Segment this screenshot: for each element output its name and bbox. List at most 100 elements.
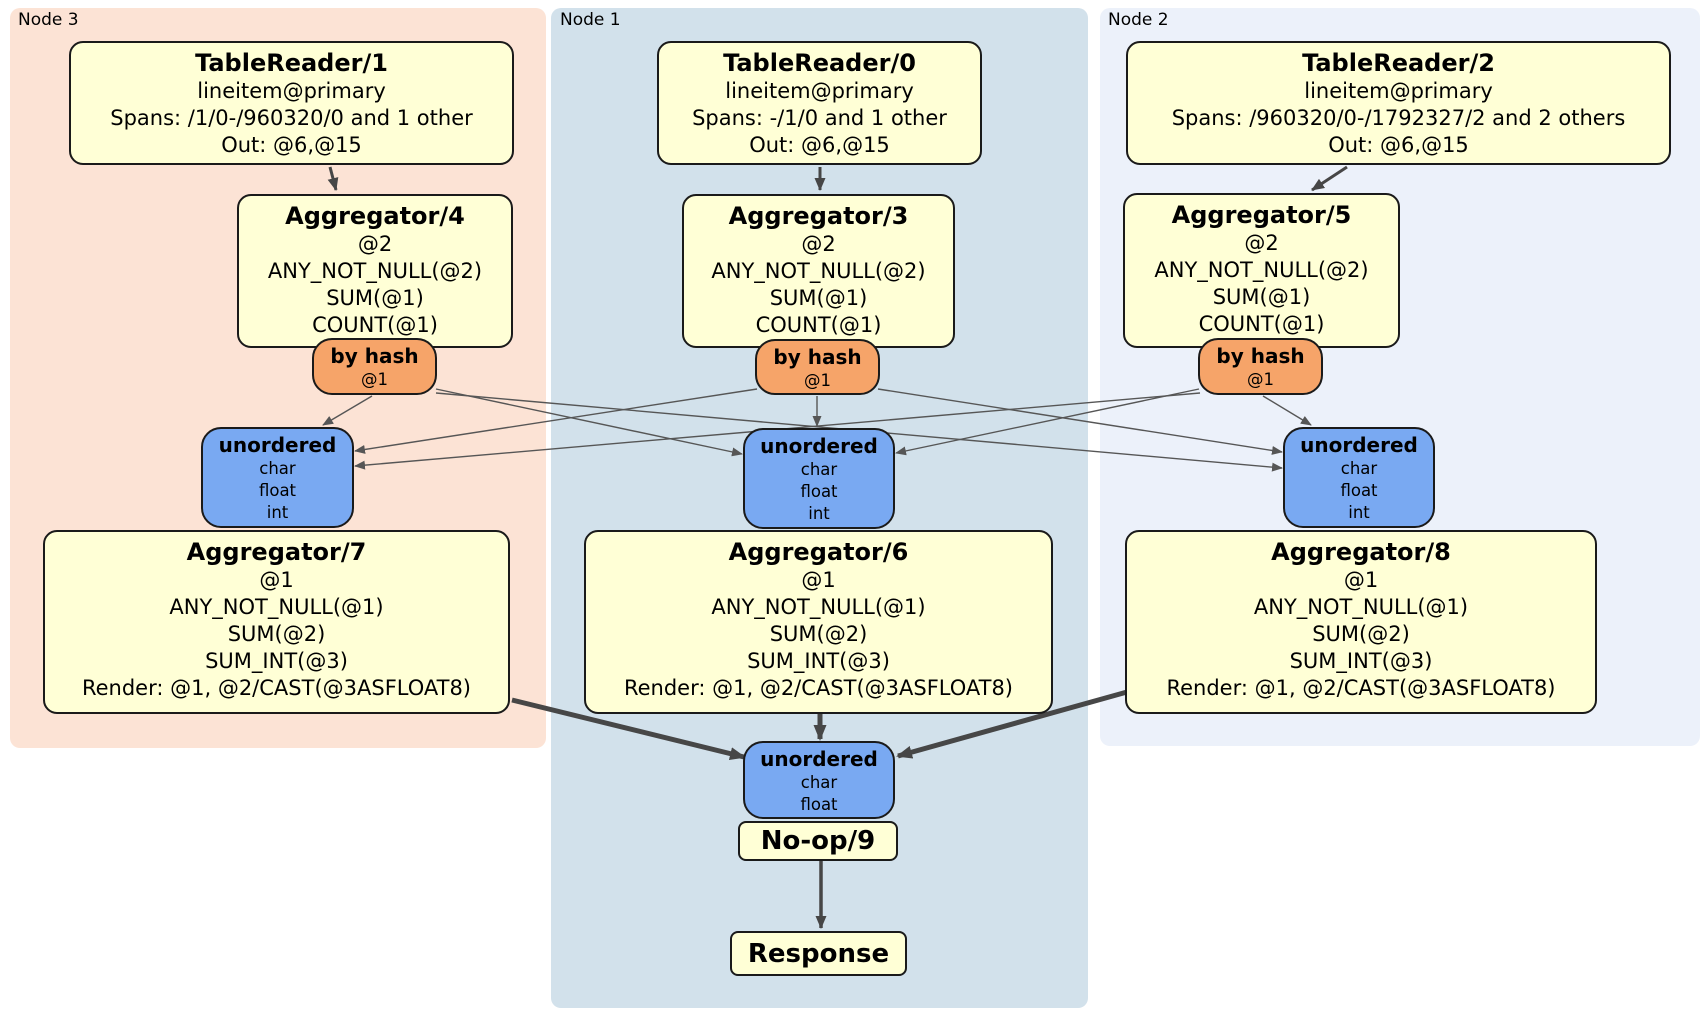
box-line: @1	[801, 568, 836, 592]
aggregator-7-box: Aggregator/7 @1 ANY_NOT_NULL(@1) SUM(@2)…	[43, 530, 510, 714]
box-line: ANY_NOT_NULL(@1)	[1253, 595, 1469, 619]
box-line: lineitem@primary	[725, 79, 914, 103]
box-title: Aggregator/8	[1271, 538, 1451, 566]
box-line: char	[1340, 459, 1378, 478]
box-line: int	[266, 503, 289, 522]
box-line: ANY_NOT_NULL(@2)	[1154, 258, 1369, 282]
response-box: Response	[730, 931, 907, 976]
noop-box: No-op/9	[738, 821, 898, 861]
edge-byhash2-un2	[1262, 395, 1312, 426]
edge-tr1-agg4	[327, 166, 339, 191]
box-line: SUM(@2)	[769, 622, 868, 646]
box-title: Response	[747, 938, 890, 969]
node1-region-label: Node 1	[560, 10, 621, 30]
box-line: SUM(@1)	[1212, 285, 1311, 309]
box-line: char	[259, 459, 296, 478]
aggregator-8-box: Aggregator/8 @1 ANY_NOT_NULL(@1) SUM(@2)…	[1125, 530, 1597, 714]
box-title: Aggregator/7	[186, 538, 367, 566]
sync-unordered-node2: unordered char float int	[1283, 427, 1435, 528]
box-line: @1	[361, 370, 388, 389]
box-line: char	[800, 773, 838, 792]
box-line: float	[258, 481, 297, 500]
box-line: ANY_NOT_NULL(@2)	[267, 259, 483, 283]
box-line: Render: @1, @2/CAST(@3ASFLOAT8)	[81, 676, 472, 700]
edge-byhash1-un3	[354, 388, 758, 454]
box-line: Out: @6,@15	[1328, 133, 1469, 157]
box-title: by hash	[330, 344, 419, 368]
node2-region-label: Node 2	[1108, 10, 1169, 30]
router-by-hash-node1: by hash @1	[755, 339, 880, 395]
edge-agg7-unbottom	[511, 697, 746, 760]
box-line: Spans: -/1/0 and 1 other	[692, 106, 947, 130]
aggregator-4-box: Aggregator/4 @2 ANY_NOT_NULL(@2) SUM(@1)…	[237, 194, 513, 348]
box-line: @2	[801, 232, 836, 256]
box-title: by hash	[773, 345, 862, 369]
tablereader-0-box: TableReader/0 lineitem@primary Spans: -/…	[657, 41, 982, 165]
box-line: @2	[1244, 231, 1279, 255]
sync-unordered-node3: unordered char float int	[201, 427, 354, 528]
box-title: Aggregator/3	[728, 202, 909, 230]
sync-unordered-node1: unordered char float int	[743, 428, 895, 529]
box-line: SUM_INT(@3)	[205, 649, 348, 673]
box-title: No-op/9	[760, 826, 876, 856]
aggregator-6-box: Aggregator/6 @1 ANY_NOT_NULL(@1) SUM(@2)…	[584, 530, 1053, 714]
box-line: SUM(@1)	[326, 286, 424, 310]
box-line: @2	[357, 232, 393, 256]
box-line: int	[808, 504, 830, 523]
box-line: Spans: /960320/0-/1792327/2 and 2 others	[1171, 106, 1626, 130]
box-line: Render: @1, @2/CAST(@3ASFLOAT8)	[1166, 676, 1556, 700]
box-line: Out: @6,@15	[749, 133, 890, 157]
box-title: unordered	[218, 433, 337, 457]
box-line: @1	[1247, 370, 1274, 389]
edge-tr2-agg5	[1311, 165, 1348, 192]
box-line: float	[800, 482, 838, 501]
box-title: TableReader/0	[723, 49, 916, 77]
box-line: COUNT(@1)	[1198, 312, 1325, 336]
router-by-hash-node2: by hash @1	[1198, 338, 1323, 395]
edge-byhash1-un2	[877, 388, 1283, 455]
aggregator-3-box: Aggregator/3 @2 ANY_NOT_NULL(@2) SUM(@1)…	[682, 194, 955, 348]
box-line: SUM(@1)	[769, 286, 868, 310]
box-line: COUNT(@1)	[755, 313, 882, 337]
box-line: float	[1340, 481, 1378, 500]
node3-region-label: Node 3	[18, 10, 79, 30]
box-line: SUM_INT(@3)	[747, 649, 890, 673]
box-title: unordered	[760, 747, 878, 771]
box-line: @1	[259, 568, 294, 592]
box-title: unordered	[760, 434, 878, 458]
box-line: ANY_NOT_NULL(@1)	[711, 595, 926, 619]
box-line: ANY_NOT_NULL(@2)	[711, 259, 926, 283]
box-line: SUM(@2)	[1312, 622, 1410, 646]
box-line: SUM_INT(@3)	[1289, 649, 1433, 673]
box-line: char	[800, 460, 838, 479]
sync-unordered-final: unordered char float	[743, 741, 895, 819]
box-title: Aggregator/6	[728, 538, 909, 566]
box-line: lineitem@primary	[197, 79, 386, 103]
box-line: ANY_NOT_NULL(@1)	[169, 595, 384, 619]
aggregator-5-box: Aggregator/5 @2 ANY_NOT_NULL(@2) SUM(@1)…	[1123, 193, 1400, 348]
box-title: Aggregator/5	[1171, 201, 1352, 229]
edge-byhash2-un1	[895, 388, 1200, 456]
tablereader-2-box: TableReader/2 lineitem@primary Spans: /9…	[1126, 41, 1671, 165]
tablereader-1-box: TableReader/1 lineitem@primary Spans: /1…	[69, 41, 514, 165]
box-title: TableReader/2	[1302, 49, 1495, 77]
box-line: @1	[804, 371, 831, 390]
box-title: TableReader/1	[195, 49, 388, 77]
box-line: SUM(@2)	[227, 622, 326, 646]
box-line: Spans: /1/0-/960320/0 and 1 other	[110, 106, 473, 130]
box-line: lineitem@primary	[1304, 79, 1493, 103]
edge-byhash3-un1	[435, 388, 743, 457]
box-line: @1	[1343, 568, 1379, 592]
edge-byhash3-un3	[322, 395, 373, 426]
box-title: by hash	[1216, 344, 1305, 368]
box-title: Aggregator/4	[285, 202, 465, 230]
box-line: int	[1348, 503, 1370, 522]
edge-agg8-unbottom	[896, 689, 1128, 759]
box-line: float	[800, 795, 838, 814]
box-line: Out: @6,@15	[221, 133, 362, 157]
box-line: COUNT(@1)	[312, 313, 438, 337]
router-by-hash-node3: by hash @1	[312, 338, 437, 395]
box-line: Render: @1, @2/CAST(@3ASFLOAT8)	[623, 676, 1014, 700]
